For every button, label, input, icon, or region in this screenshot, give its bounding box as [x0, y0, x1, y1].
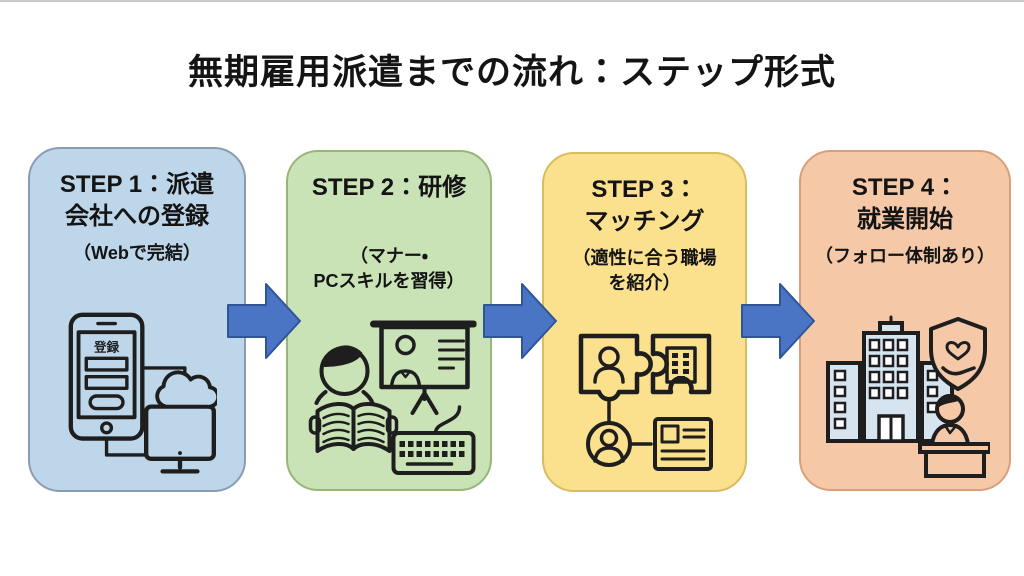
- step-title: STEP 3： マッチング: [584, 176, 705, 236]
- step-card-employment-start: STEP 4： 就業開始 （フォロー体制あり）: [799, 150, 1011, 491]
- care-shield-icon: [929, 317, 987, 391]
- receptionist-desk-icon: [918, 394, 992, 478]
- step-illustration: [565, 320, 725, 482]
- resume-document-icon: [652, 417, 713, 471]
- step-card-registration: STEP 1：派遣 会社への登録 （Webで完結） 登録: [28, 147, 246, 492]
- top-edge-line: [0, 0, 1024, 2]
- person-reading-book-icon: [308, 345, 399, 453]
- cloud-icon: [155, 370, 221, 409]
- step-card-training: STEP 2：研修 （マナー・ PCスキルを習得）: [286, 150, 492, 491]
- flow-arrow-3: [741, 283, 815, 359]
- step-subtitle: （Webで完結）: [73, 243, 201, 263]
- step-subtitle: （適性に合う職場 を紹介）: [572, 248, 717, 294]
- office-buildings-icon: [826, 315, 954, 443]
- step-illustration: 登録: [57, 310, 221, 482]
- puzzle-company-icon: [650, 333, 711, 395]
- profile-circle-icon: [585, 421, 632, 467]
- smartphone-registration-icon: 登録: [68, 312, 145, 441]
- step-subtitle: （マナー・ PCスキルを習得）: [313, 246, 465, 292]
- step-title: STEP 1：派遣 会社への登録: [59, 171, 215, 231]
- flow-arrow-2: [483, 283, 557, 359]
- step-subtitle: （フォロー体制あり）: [815, 246, 995, 266]
- flow-arrow-1: [227, 283, 301, 359]
- page-title: 無期雇用派遣までの流れ：ステップ形式: [187, 53, 836, 92]
- keyboard-keys: [399, 441, 465, 457]
- building-windows: [671, 353, 689, 382]
- phone-screen-label: 登録: [93, 340, 120, 355]
- step-title: STEP 4： 就業開始: [851, 174, 959, 234]
- presentation-board-icon: [370, 320, 477, 415]
- desktop-monitor-icon: [144, 404, 216, 474]
- step-illustration: [820, 313, 992, 481]
- puzzle-person-icon: [578, 333, 653, 402]
- keyboard-icon: [391, 405, 476, 475]
- step-card-matching: STEP 3： マッチング （適性に合う職場 を紹介）: [542, 152, 747, 492]
- step-illustration: [302, 313, 477, 481]
- step-title: STEP 2：研修: [311, 174, 467, 201]
